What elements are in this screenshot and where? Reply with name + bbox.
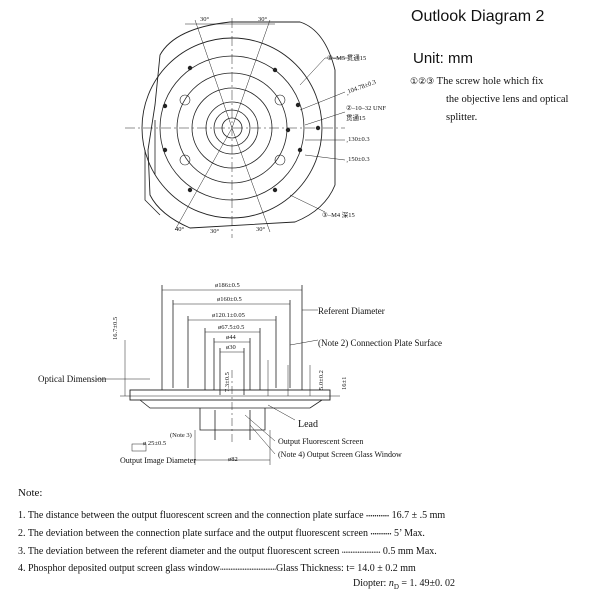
note-1-value: 16.7 ± .5 mm (391, 510, 446, 521)
note-2: 2. The deviation between the connection … (18, 528, 425, 539)
angle-bottom-mid: 30° (210, 228, 220, 235)
diopter-subscript: D (393, 583, 399, 591)
screw-symbols: ①②③ (410, 76, 435, 86)
callout-m5: ①–M5 贯通15 (327, 55, 367, 62)
callout-130: ¸130±0.3 (346, 136, 370, 143)
note-4: 4. Phosphor deposited output screen glas… (18, 563, 416, 574)
label-glass-window: (Note 4) Output Screen Glass Window (278, 450, 402, 459)
label-output-fluorescent: Output Fluorescent Screen (278, 437, 364, 446)
note-2-text: 2. The deviation between the connection … (18, 528, 368, 539)
label-output-image-diameter: Output Image Diameter (120, 456, 196, 465)
note-4-text: 4. Phosphor deposited output screen glas… (18, 563, 220, 574)
screw-note-line1: The screw hole which fix (436, 76, 544, 87)
angle-bottom-left: 40° (175, 226, 185, 233)
dim-186: ø186±0.5 (215, 282, 240, 289)
screw-hole-note: ①②③ The screw hole which fix the objecti… (410, 72, 568, 127)
dim-120: ø120.1±0.05 (212, 312, 245, 319)
label-optical-dimension: Optical Dimension (38, 374, 107, 384)
note-3-value: 0.5 mm Max. (382, 546, 437, 557)
dim-67: ø67.5±0.5 (218, 324, 245, 331)
note-1: 1. The distance between the output fluor… (18, 510, 445, 521)
top-view-drawing (125, 18, 350, 238)
note-4-leader: •••••••••••••••••••••••••••••••• (219, 568, 276, 573)
screw-note-line2: the objective lens and optical (446, 94, 569, 105)
unit-label: Unit: mm (413, 50, 473, 67)
dim-25: ø 25±0.5 (143, 440, 167, 447)
vdim-5: 5.0±0.2 (318, 370, 325, 390)
diopter-line: Diopter: nD = 1. 49±0. 02 (353, 578, 455, 591)
note-2-leader: •••••••••• (370, 532, 392, 538)
notes-heading: Note: (18, 487, 43, 499)
angle-top-left: 30° (200, 16, 210, 23)
label-connection-plate: (Note 2) Connection Plate Surface (318, 338, 442, 348)
callout-unf: ②–10–32 UNF (346, 105, 386, 112)
note-1-leader: ••••••••••• (366, 514, 390, 520)
label-referent-diameter: Referent Diameter (318, 306, 385, 316)
vdim-16-7: 16.7±0.5 (112, 316, 119, 340)
dim-82: ø82 (228, 456, 238, 463)
note-4-value: Glass Thickness: t= 14.0 ± 0.2 mm (275, 563, 416, 574)
callout-150: ¸150±0.3 (346, 156, 370, 163)
diagram-title: Outlook Diagram 2 (411, 8, 545, 25)
screw-note-line3: splitter. (446, 112, 478, 123)
callout-through: 贯通15 (346, 115, 366, 122)
angle-top-right: 30° (258, 16, 268, 23)
diopter-label: Diopter: (353, 578, 387, 589)
note-3-text: 3. The deviation between the referent di… (18, 546, 340, 557)
dim-30: ø30 (226, 344, 236, 351)
note-2-value: 5’ Max. (393, 528, 425, 539)
diopter-value: = 1. 49±0. 02 (398, 578, 456, 589)
vdim-7-3: 7.3±0.5 (224, 372, 231, 392)
label-note3: (Note 3) (170, 432, 192, 439)
angle-bottom-right: 30° (256, 226, 266, 233)
note-3: 3. The deviation between the referent di… (18, 546, 437, 557)
callout-m4: ③–M4 深15 (322, 212, 355, 219)
note-3-leader: •••••••••••••••••••••• (341, 551, 381, 556)
dim-44: ø44 (226, 334, 236, 341)
section-view-drawing (96, 285, 340, 465)
dim-160: ø160±0.5 (217, 296, 242, 303)
label-lead: Lead (298, 419, 318, 430)
note-1-text: 1. The distance between the output fluor… (18, 510, 364, 521)
vdim-16: 16±1 (341, 376, 348, 390)
diopter-symbol: n (388, 578, 394, 589)
